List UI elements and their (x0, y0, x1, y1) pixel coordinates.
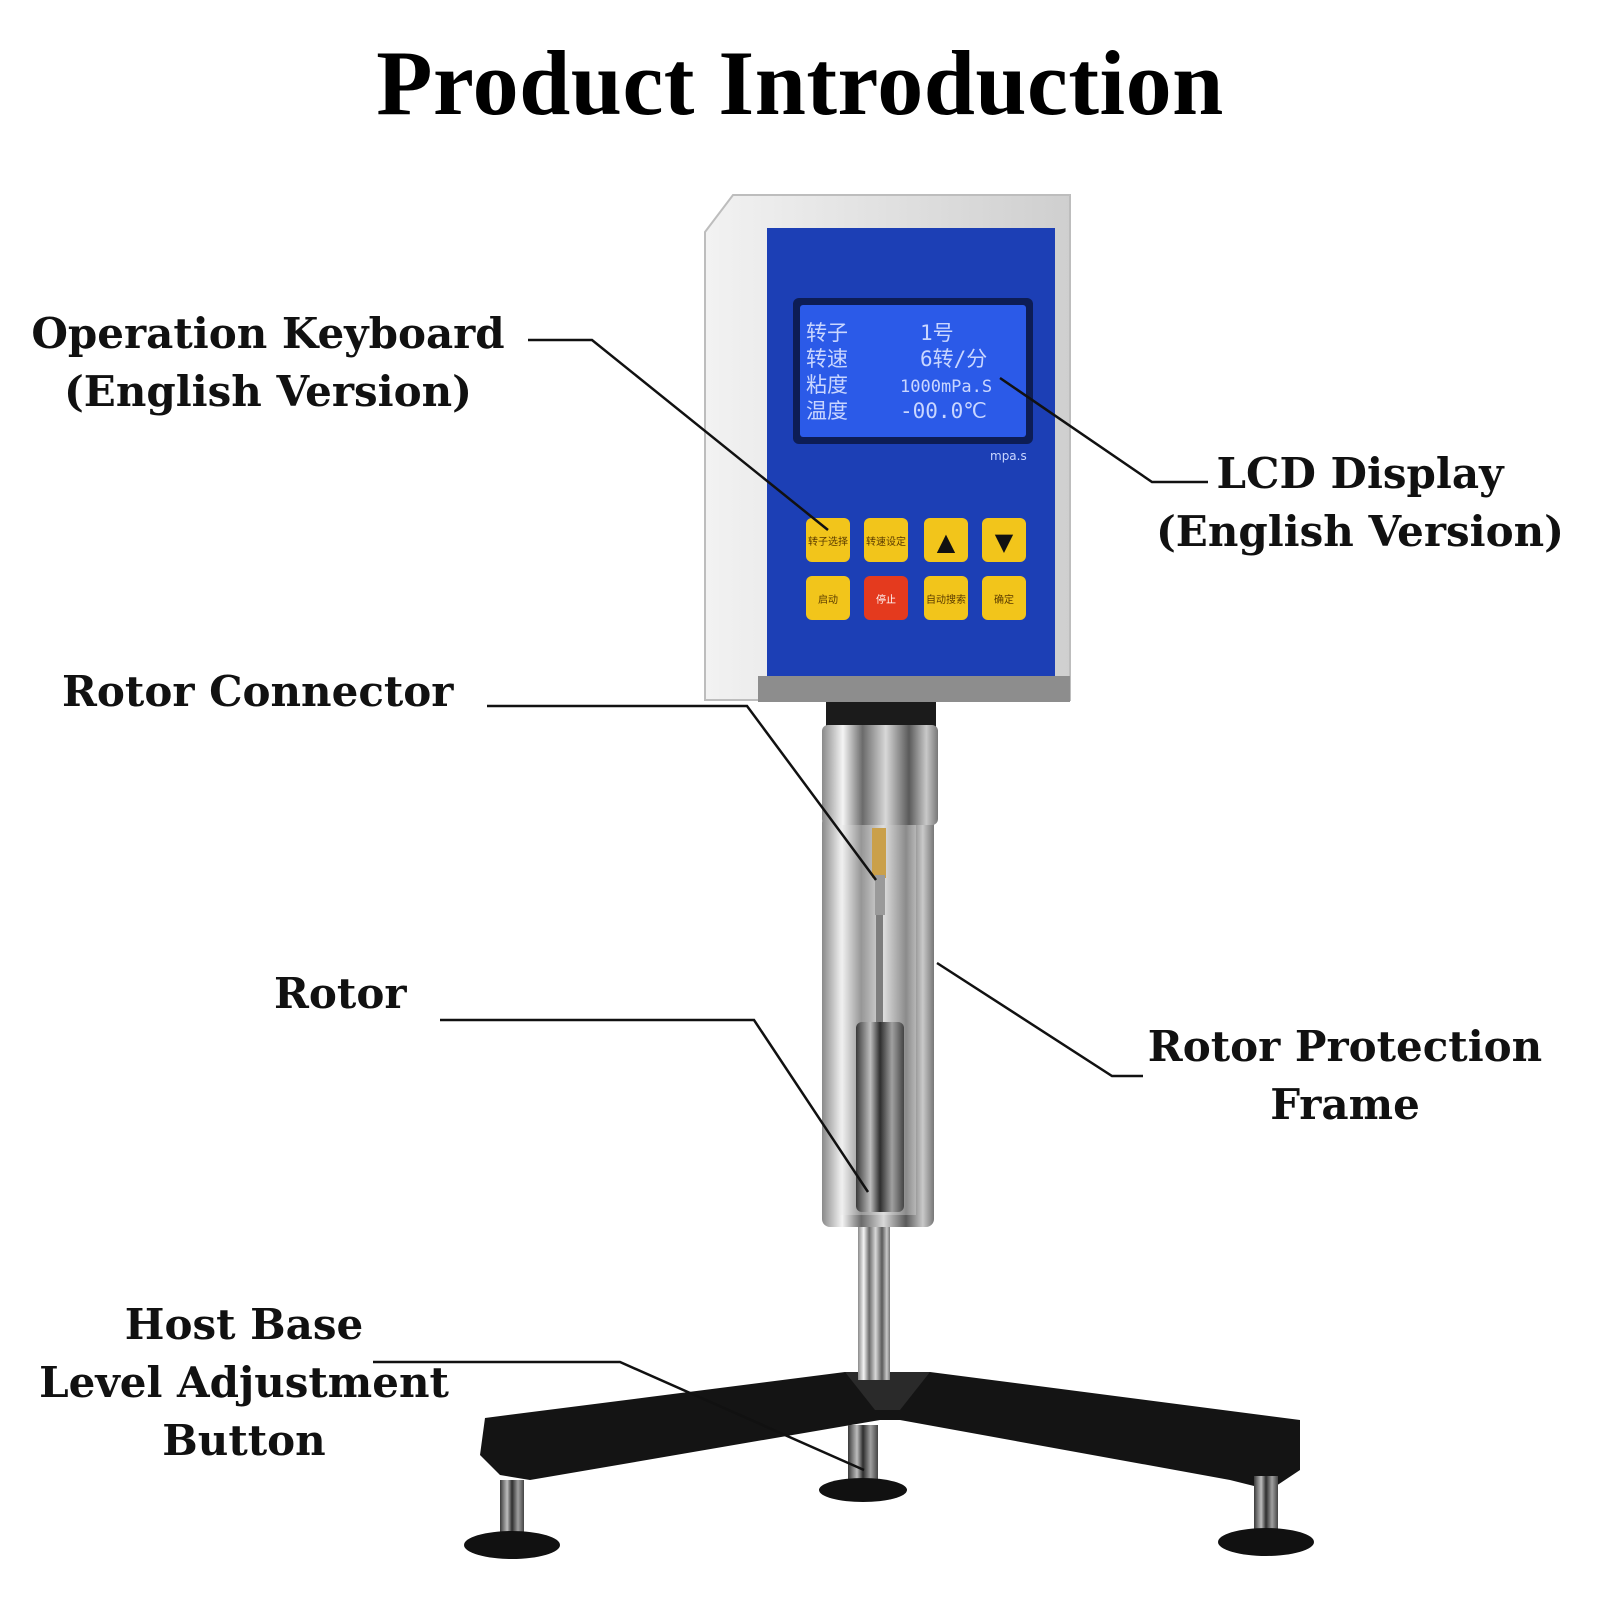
leader-lcd-display (999, 376, 1208, 484)
key-auto-search-label: 自动搜索 (926, 593, 966, 606)
leader-rotor-protection-frame (936, 961, 1143, 1078)
lcd-row-3-label: 粘度 (806, 373, 848, 397)
tripod-hub (845, 1372, 930, 1410)
lcd-row-1-label: 转子 (806, 321, 848, 345)
key-speed-set[interactable] (864, 518, 908, 562)
key-auto-search[interactable] (924, 576, 968, 620)
key-rotor-select[interactable] (806, 518, 850, 562)
key-down[interactable] (982, 518, 1026, 562)
key-confirm[interactable] (982, 576, 1026, 620)
down-arrow-icon: ▼ (995, 528, 1014, 556)
label-rotor-connector: Rotor Connector (62, 663, 453, 721)
key-start-label: 启动 (818, 593, 838, 606)
label-rotor-protection-frame: Rotor Protection Frame (1130, 1018, 1560, 1134)
connector-coupling (875, 875, 885, 915)
foot-right-pad (1218, 1528, 1314, 1556)
foot-left-pad (464, 1531, 560, 1559)
lcd-row-2-value: 6转/分 (920, 347, 987, 371)
lcd-row-4-label: 温度 (806, 399, 848, 423)
label-lcd-display-line2: (English Version) (1155, 507, 1565, 556)
stand-column (858, 1215, 890, 1380)
lcd-row-2-label: 转速 (806, 347, 848, 371)
label-rotor-line1: Rotor (274, 969, 407, 1018)
lcd-unit-label: mpa.s (990, 449, 1027, 463)
key-speed-set-label: 转速设定 (866, 535, 906, 548)
label-lcd-display: LCD Display (English Version) (1150, 445, 1570, 561)
key-start[interactable] (806, 576, 850, 620)
label-rotor: Rotor (274, 965, 406, 1023)
label-lcd-display-line1: LCD Display (1216, 449, 1504, 498)
label-rotor-connector-line1: Rotor Connector (62, 667, 454, 716)
label-host-base-line2: Level Adjustment (39, 1358, 449, 1407)
lcd-screen (800, 305, 1026, 437)
key-up[interactable] (924, 518, 968, 562)
key-rotor-select-label: 转子选择 (808, 535, 848, 548)
leader-rotor (440, 1018, 870, 1193)
main-housing: 转子 1号 转速 6转/分 粘度 1000mPa.S 温度 -00.0℃ mpa… (704, 194, 1071, 702)
label-rotor-protection-frame-line2: Frame (1270, 1080, 1420, 1129)
label-operation-keyboard: Operation Keyboard (English Version) (18, 305, 518, 421)
label-host-base-line3: Button (162, 1416, 326, 1465)
tripod-body (480, 1372, 1300, 1490)
stand-base (464, 1372, 1314, 1559)
neck-chrome (822, 725, 938, 825)
leader-operation-keyboard (528, 338, 829, 531)
lcd-row-1-value: 1号 (920, 321, 954, 345)
key-stop-label: 停止 (876, 593, 896, 606)
foot-center-pad (819, 1478, 907, 1502)
key-stop[interactable] (864, 576, 908, 620)
label-rotor-protection-frame-line1: Rotor Protection (1147, 1022, 1543, 1071)
foot-left-screw (500, 1480, 524, 1540)
up-arrow-icon: ▲ (937, 528, 956, 556)
housing-bottom-trim (758, 676, 1070, 702)
rotor (856, 915, 904, 1212)
rotor-connector (872, 828, 886, 878)
lcd-row-4-value: -00.0℃ (900, 399, 987, 423)
page-title: Product Introduction (376, 32, 1224, 134)
key-confirm-label: 确定 (994, 593, 1014, 606)
label-host-base: Host Base Level Adjustment Button (14, 1296, 474, 1470)
rotor-cylinder (856, 1022, 904, 1212)
lcd-row-3-value: 1000mPa.S (900, 377, 992, 397)
label-operation-keyboard-line2: (English Version) (63, 367, 473, 416)
foot-center-screw (848, 1425, 878, 1485)
rotor-shaft (876, 915, 883, 1025)
leader-host-base (373, 1360, 865, 1472)
foot-right-screw (1254, 1476, 1278, 1536)
label-host-base-line1: Host Base (124, 1300, 364, 1349)
label-operation-keyboard-line1: Operation Keyboard (31, 309, 505, 358)
leader-rotor-connector (487, 704, 878, 881)
